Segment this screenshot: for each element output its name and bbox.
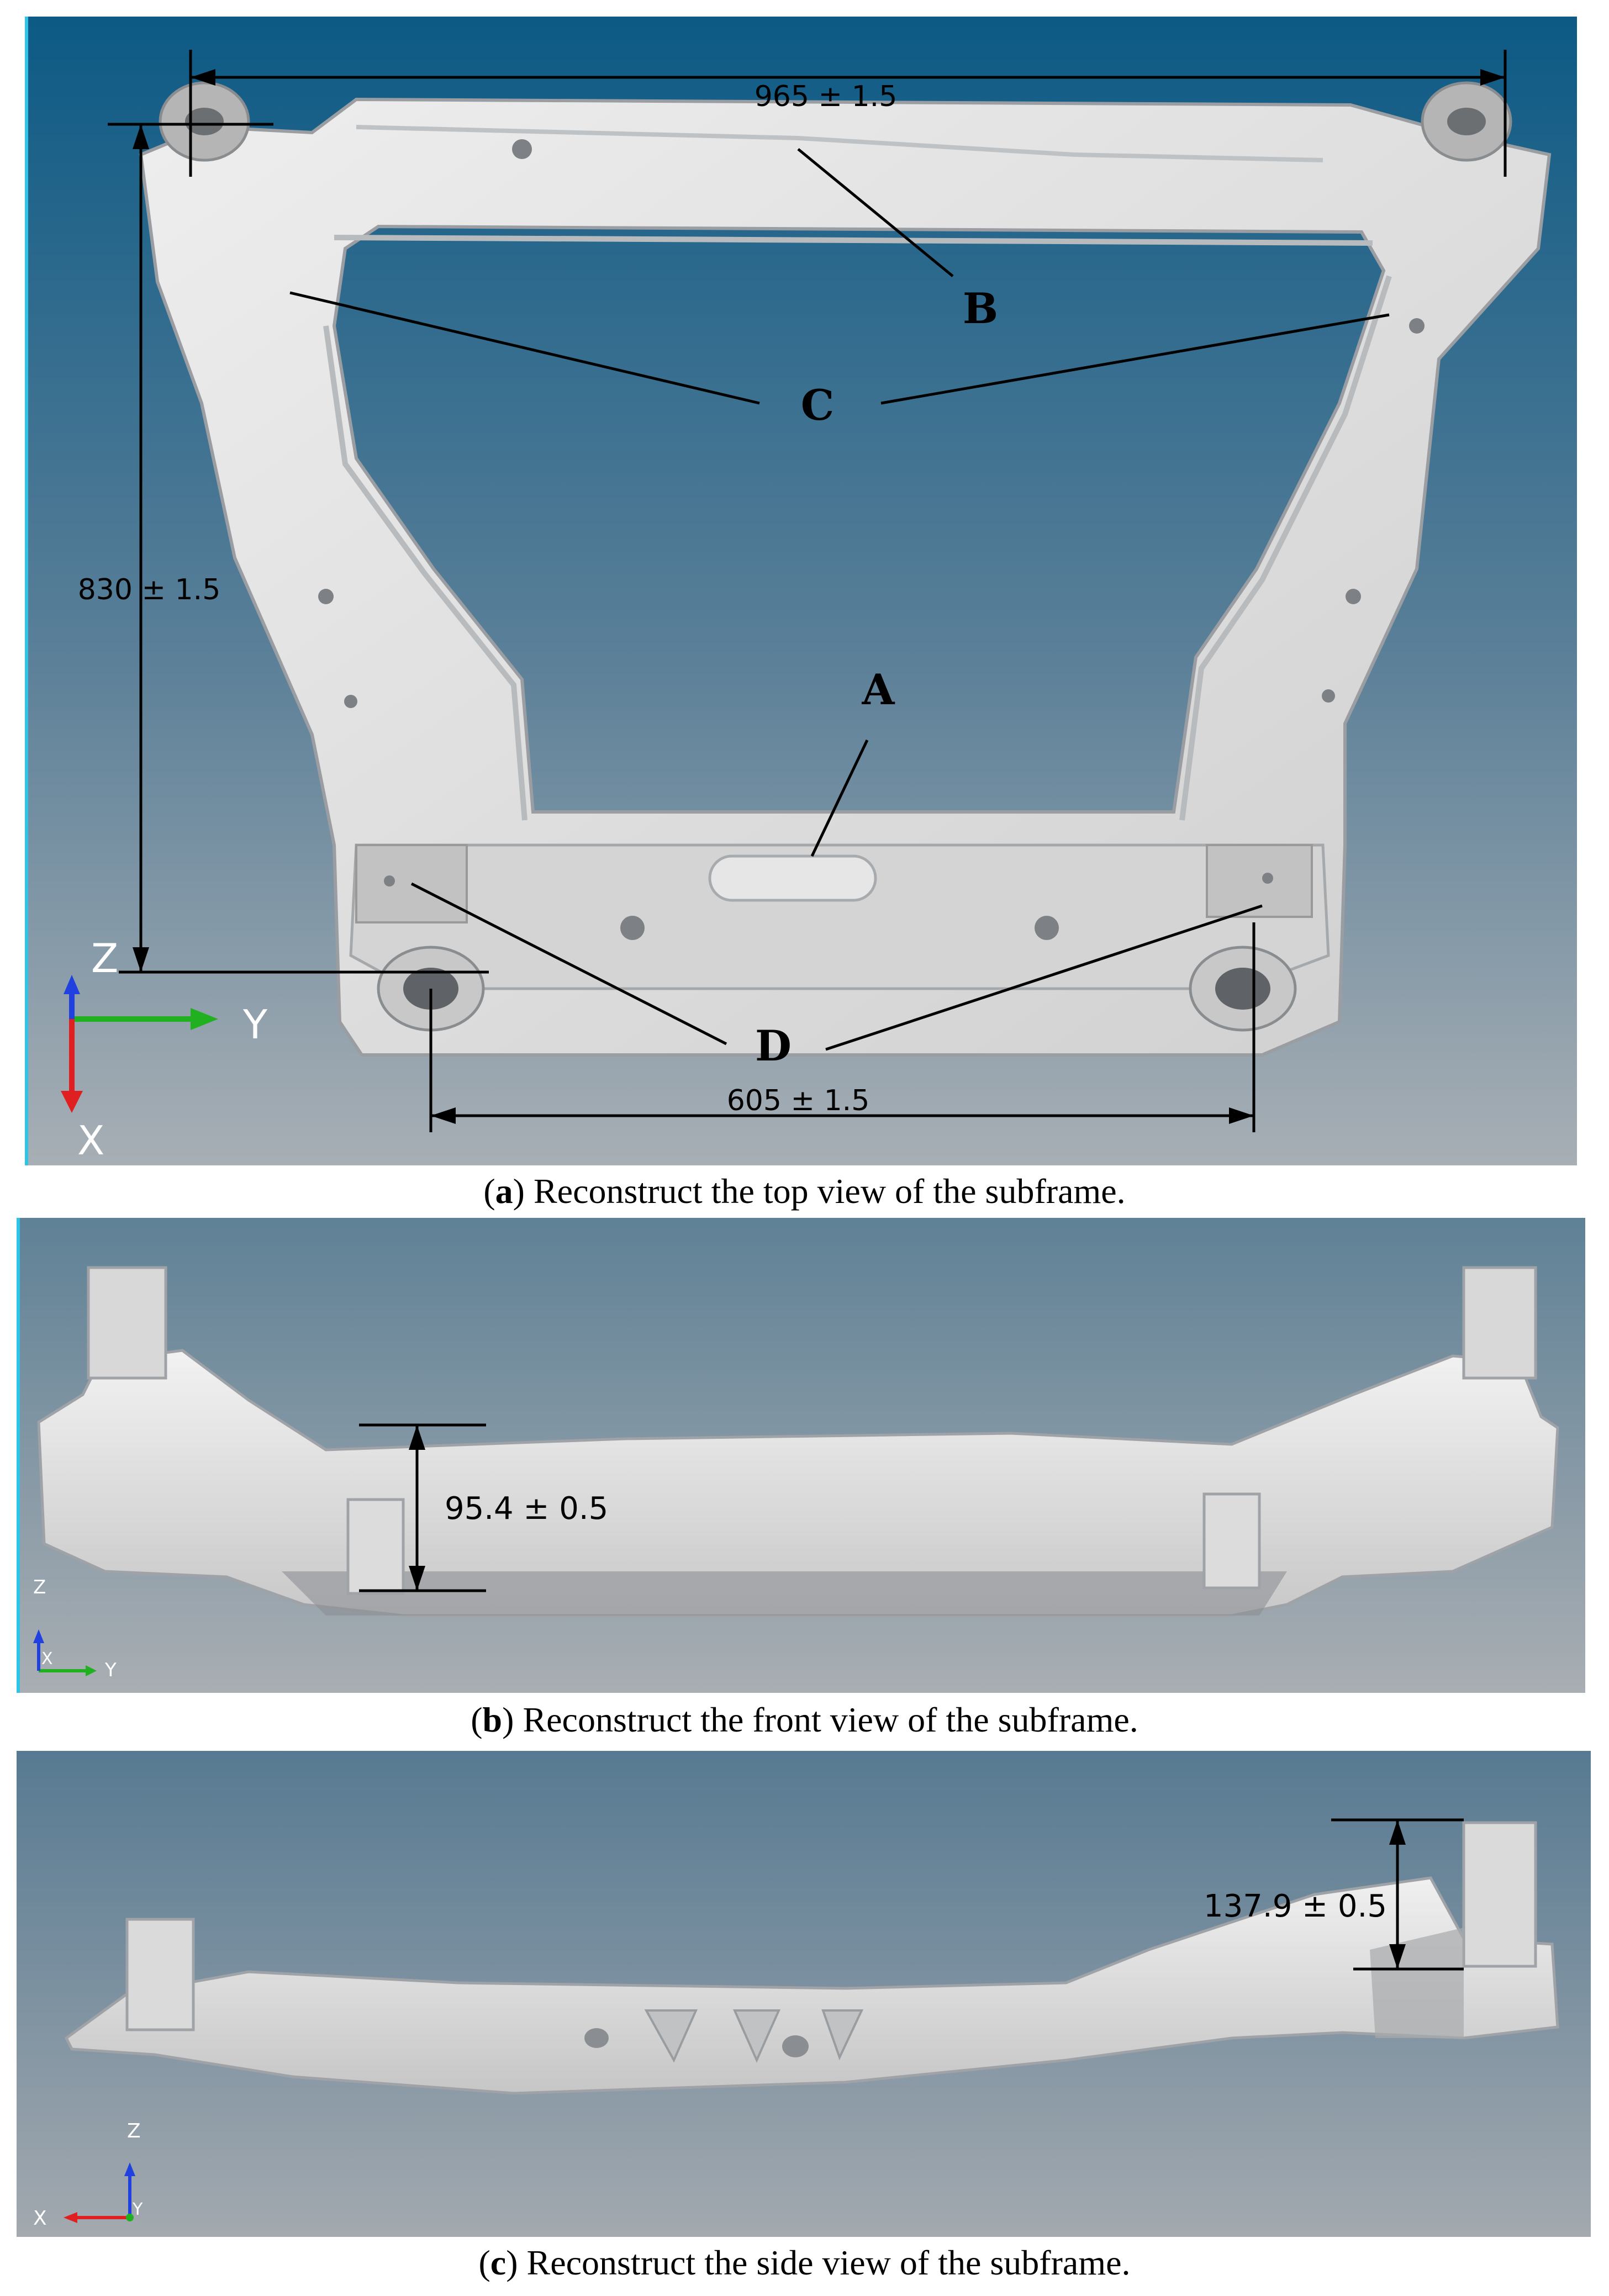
axis-y-label: Y	[104, 1659, 117, 1681]
axis-z-label: Z	[33, 1576, 46, 1598]
slot-a	[708, 854, 877, 902]
post-left	[87, 1266, 167, 1380]
inner-flange	[323, 235, 1392, 821]
dim-width-bottom: 605 ± 1.5	[727, 1084, 870, 1117]
dim-height: 137.9 ± 0.5	[1204, 1888, 1387, 1924]
dim-length: 830 ± 1.5	[78, 573, 221, 606]
caption-c-text: Reconstruct the side view of the subfram…	[518, 2243, 1131, 2282]
bushing-front-right	[1189, 946, 1297, 1032]
dimension-arrowheads-c	[1389, 1820, 1406, 1969]
lower-shadow	[282, 1571, 1287, 1616]
panel-c-side-view: 137.9 ± 0.5 Z X Y	[17, 1751, 1591, 2237]
bushing-post-right	[1202, 1492, 1261, 1590]
axis-triad-b: Z X Y	[33, 1576, 117, 1681]
caption-b-text: Reconstruct the front view of the subfra…	[514, 1700, 1138, 1739]
axis-x-label: X	[41, 1649, 53, 1669]
dimension-lines-b	[359, 1423, 486, 1592]
axis-x-label: X	[77, 1117, 104, 1164]
axis-x-label: X	[33, 2207, 47, 2230]
bushing-post-rear	[1462, 1821, 1537, 1968]
dimension-arrowheads-b	[409, 1425, 425, 1591]
mounting-holes	[318, 139, 1425, 940]
bracket-d-right	[1206, 844, 1313, 918]
caption-c-letter: c	[490, 2243, 507, 2282]
panel-a-top-view: 965 ± 1.5 830 ± 1.5 605 ± 1.5 B C A D Z …	[25, 17, 1577, 1165]
caption-c: (c) Reconstruct the side view of the sub…	[478, 2243, 1131, 2282]
axis-y-label: Y	[132, 2200, 143, 2219]
top-view-render: 965 ± 1.5 830 ± 1.5 605 ± 1.5 B C A D Z …	[25, 17, 1577, 1165]
bushing-rear-right	[1421, 81, 1512, 162]
subframe-side-outline	[64, 1876, 1559, 2095]
axis-triad-c: Z X Y	[33, 2120, 143, 2230]
axis-z-label: Z	[127, 2120, 141, 2142]
caption-a: (a) Reconstruct the top view of the subf…	[483, 1171, 1126, 1211]
bushing-post-left	[346, 1498, 405, 1595]
dim-height: 95.4 ± 0.5	[445, 1491, 608, 1527]
label-c: C	[801, 381, 835, 430]
post-right	[1462, 1266, 1537, 1380]
axis-triad-a: Z Y X	[61, 935, 268, 1164]
dimension-lines-a	[108, 50, 1507, 1132]
side-view-render: 137.9 ± 0.5 Z X Y	[17, 1751, 1591, 2237]
caption-a-text: Reconstruct the top view of the subframe…	[524, 1171, 1126, 1211]
axis-z-label: Z	[91, 935, 118, 981]
dim-width-top: 965 ± 1.5	[755, 80, 898, 113]
bushing-rear-left	[159, 81, 250, 162]
dimension-arrowheads-a	[133, 69, 1505, 1124]
label-a: A	[862, 665, 895, 714]
subframe-top-outline	[139, 97, 1552, 1057]
leader-lines-a	[289, 148, 1390, 1051]
caption-a-letter: a	[495, 1171, 513, 1211]
bushing-post-front	[125, 1918, 195, 2031]
rear-crossbar-ridge	[356, 125, 1323, 162]
panel-b-front-view: 95.4 ± 0.5 Z X Y	[17, 1218, 1585, 1693]
front-view-render: 95.4 ± 0.5 Z X Y	[17, 1218, 1585, 1693]
side-rib-pockets	[644, 2009, 864, 2063]
viewport-left-edge	[25, 17, 28, 1165]
axis-y-label: Y	[242, 1001, 268, 1048]
viewport-left-edge	[17, 1218, 20, 1693]
caption-b: (b) Reconstruct the front view of the su…	[471, 1700, 1138, 1739]
caption-b-letter: b	[482, 1700, 503, 1739]
label-d: D	[755, 1021, 792, 1070]
side-holes	[584, 2028, 809, 2057]
label-b: B	[963, 284, 998, 333]
